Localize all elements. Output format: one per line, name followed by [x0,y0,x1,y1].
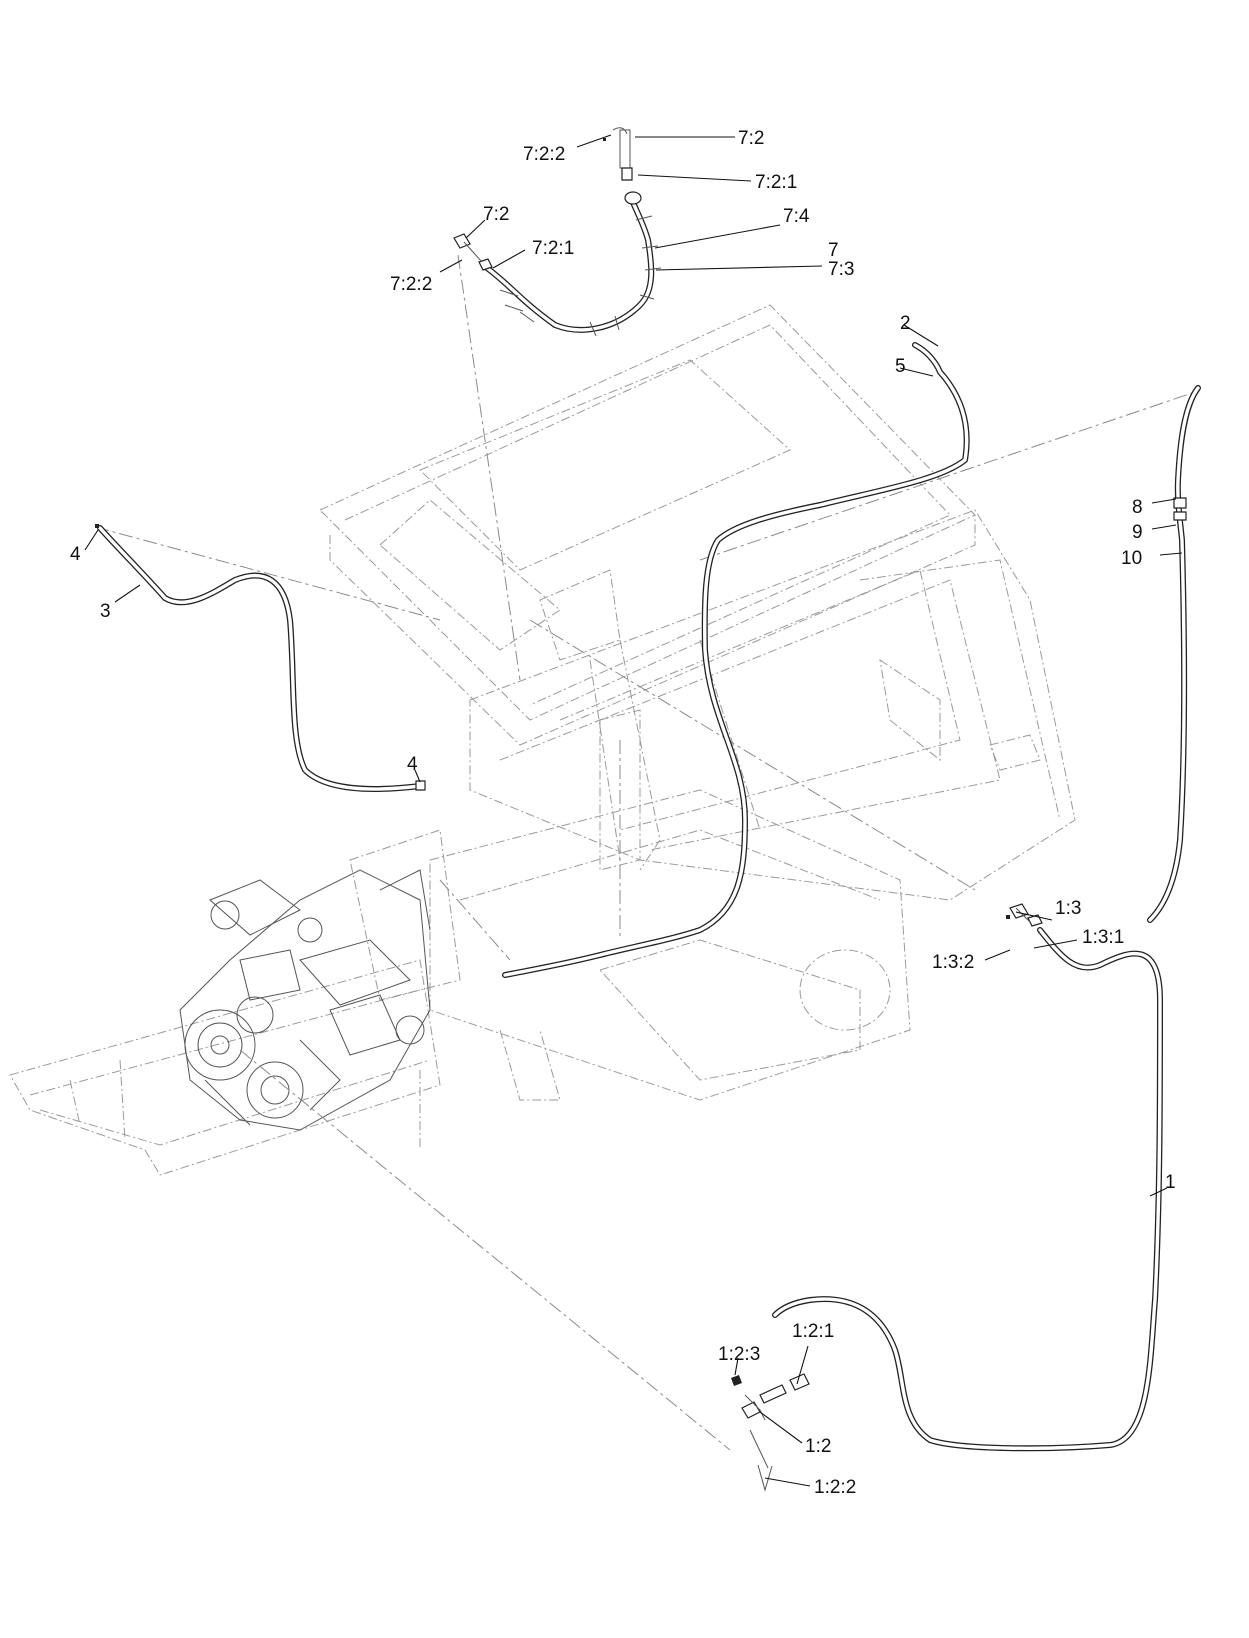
callout-7-2-2-left: 7:2:2 [390,274,432,295]
callout-5: 5 [895,356,906,377]
hose-1-fitting-lower [731,1373,810,1492]
callout-1-2: 1:2 [805,1436,831,1457]
callout-7-2-left: 7:2 [483,204,509,225]
callout-10: 10 [1121,548,1142,569]
callout-1-2-1: 1:2:1 [792,1321,834,1342]
hose-7-fitting-top [603,127,642,205]
machine-frame-phantom [9,304,1076,1176]
callout-4-top: 4 [70,544,81,565]
callout-4-mid: 4 [407,754,418,775]
callout-1-2-2: 1:2:2 [814,1477,856,1498]
hose-2 [502,342,970,978]
callout-7-3: 7:3 [828,259,854,280]
leader-lines [84,134,1183,1487]
callout-2: 2 [900,313,911,334]
callout-1-3-1: 1:3:1 [1082,927,1124,948]
hose-10 [1147,385,1201,923]
callout-9: 9 [1132,522,1143,543]
routing-centerlines [94,254,1196,1451]
callout-3: 3 [100,601,111,622]
callout-7-2-1-top: 7:2:1 [755,172,797,193]
callout-7-2-1-left: 7:2:1 [532,238,574,259]
callout-7-4: 7:4 [783,206,810,227]
hose-1-fitting-upper [1006,903,1043,927]
callout-1-2-3: 1:2:3 [718,1344,760,1365]
callout-1-3: 1:3 [1055,898,1081,919]
hose-1 [772,927,1163,1452]
callout-7: 7 [828,240,839,261]
callout-1-3-2: 1:3:2 [932,952,974,973]
callout-7-2-2-top: 7:2:2 [523,144,565,165]
callout-1: 1 [1165,1172,1176,1193]
callout-7-2-top: 7:2 [738,128,764,149]
engine-block [179,869,431,1131]
hose-7-upper [484,197,662,337]
callout-8: 8 [1132,497,1143,518]
callout-labels: 7:2 7:2:2 7:2:1 7:2 7:2:1 7:2:2 7:4 7 7:… [70,128,1176,1498]
hose-7-fitting-left [453,233,493,271]
hose-3 [95,524,426,792]
